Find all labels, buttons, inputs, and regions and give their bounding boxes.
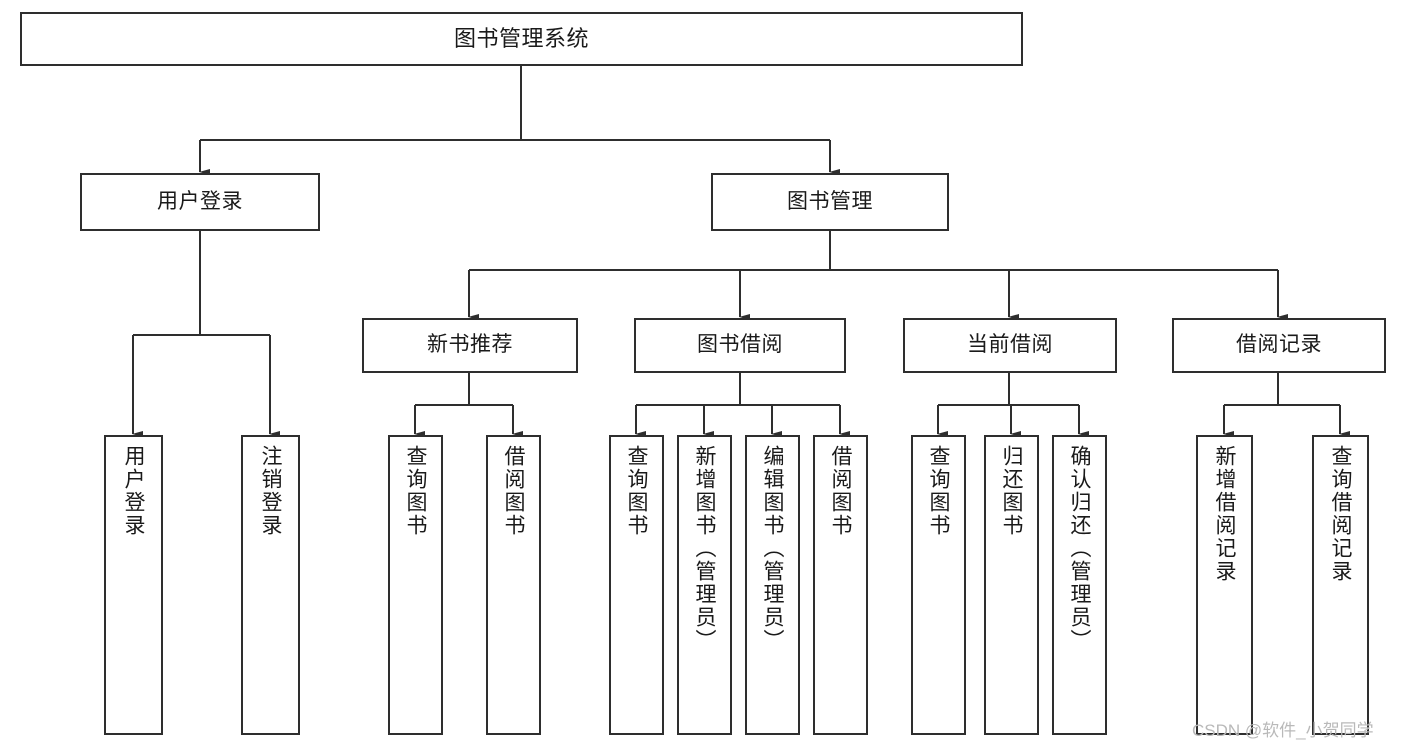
node-leaf-query-book-b[interactable]: 查询图书 — [609, 435, 664, 735]
node-leaf-user-login[interactable]: 用户登录 — [104, 435, 163, 735]
node-label: 编辑图书（管理员） — [761, 445, 784, 652]
node-borrow-record[interactable]: 借阅记录 — [1172, 318, 1386, 373]
node-label: 查询借阅记录 — [1329, 445, 1352, 583]
node-new-book-rec[interactable]: 新书推荐 — [362, 318, 578, 373]
node-label: 借阅记录 — [1236, 333, 1322, 357]
node-label: 用户登录 — [122, 445, 145, 537]
node-leaf-confirm-return[interactable]: 确认归还（管理员） — [1052, 435, 1107, 735]
node-book-borrow[interactable]: 图书借阅 — [634, 318, 846, 373]
node-label: 查询图书 — [404, 445, 427, 537]
node-label: 图书管理系统 — [453, 26, 589, 52]
node-label: 借阅图书 — [829, 445, 852, 537]
node-label: 确认归还（管理员） — [1068, 445, 1091, 652]
node-leaf-edit-book[interactable]: 编辑图书（管理员） — [745, 435, 800, 735]
node-label: 查询图书 — [625, 445, 648, 537]
connector-lines — [131, 66, 1350, 437]
node-label: 借阅图书 — [502, 445, 525, 537]
watermark-text: CSDN @软件_小贺同学 — [1192, 721, 1374, 740]
node-label: 新书推荐 — [427, 333, 513, 357]
node-leaf-borrow-book-a[interactable]: 借阅图书 — [486, 435, 541, 735]
node-leaf-query-book-c[interactable]: 查询图书 — [911, 435, 966, 735]
node-user-login[interactable]: 用户登录 — [80, 173, 320, 231]
node-leaf-query-book-a[interactable]: 查询图书 — [388, 435, 443, 735]
node-label: 用户登录 — [157, 189, 243, 213]
node-label: 当前借阅 — [967, 333, 1053, 357]
node-leaf-query-record[interactable]: 查询借阅记录 — [1312, 435, 1369, 735]
node-label: 查询图书 — [927, 445, 950, 537]
node-label: 图书管理 — [787, 189, 873, 213]
node-book-manage[interactable]: 图书管理 — [711, 173, 949, 231]
node-leaf-logout[interactable]: 注销登录 — [241, 435, 300, 735]
node-label: 注销登录 — [259, 445, 282, 537]
node-label: 归还图书 — [1000, 445, 1023, 537]
node-label: 新增借阅记录 — [1213, 445, 1236, 583]
node-label: 新增图书（管理员） — [693, 445, 716, 652]
node-leaf-return-book[interactable]: 归还图书 — [984, 435, 1039, 735]
node-root[interactable]: 图书管理系统 — [20, 12, 1023, 66]
node-label: 图书借阅 — [697, 333, 783, 357]
node-leaf-borrow-book-b[interactable]: 借阅图书 — [813, 435, 868, 735]
node-leaf-add-book[interactable]: 新增图书（管理员） — [677, 435, 732, 735]
node-current-borrow[interactable]: 当前借阅 — [903, 318, 1117, 373]
node-leaf-add-record[interactable]: 新增借阅记录 — [1196, 435, 1253, 735]
